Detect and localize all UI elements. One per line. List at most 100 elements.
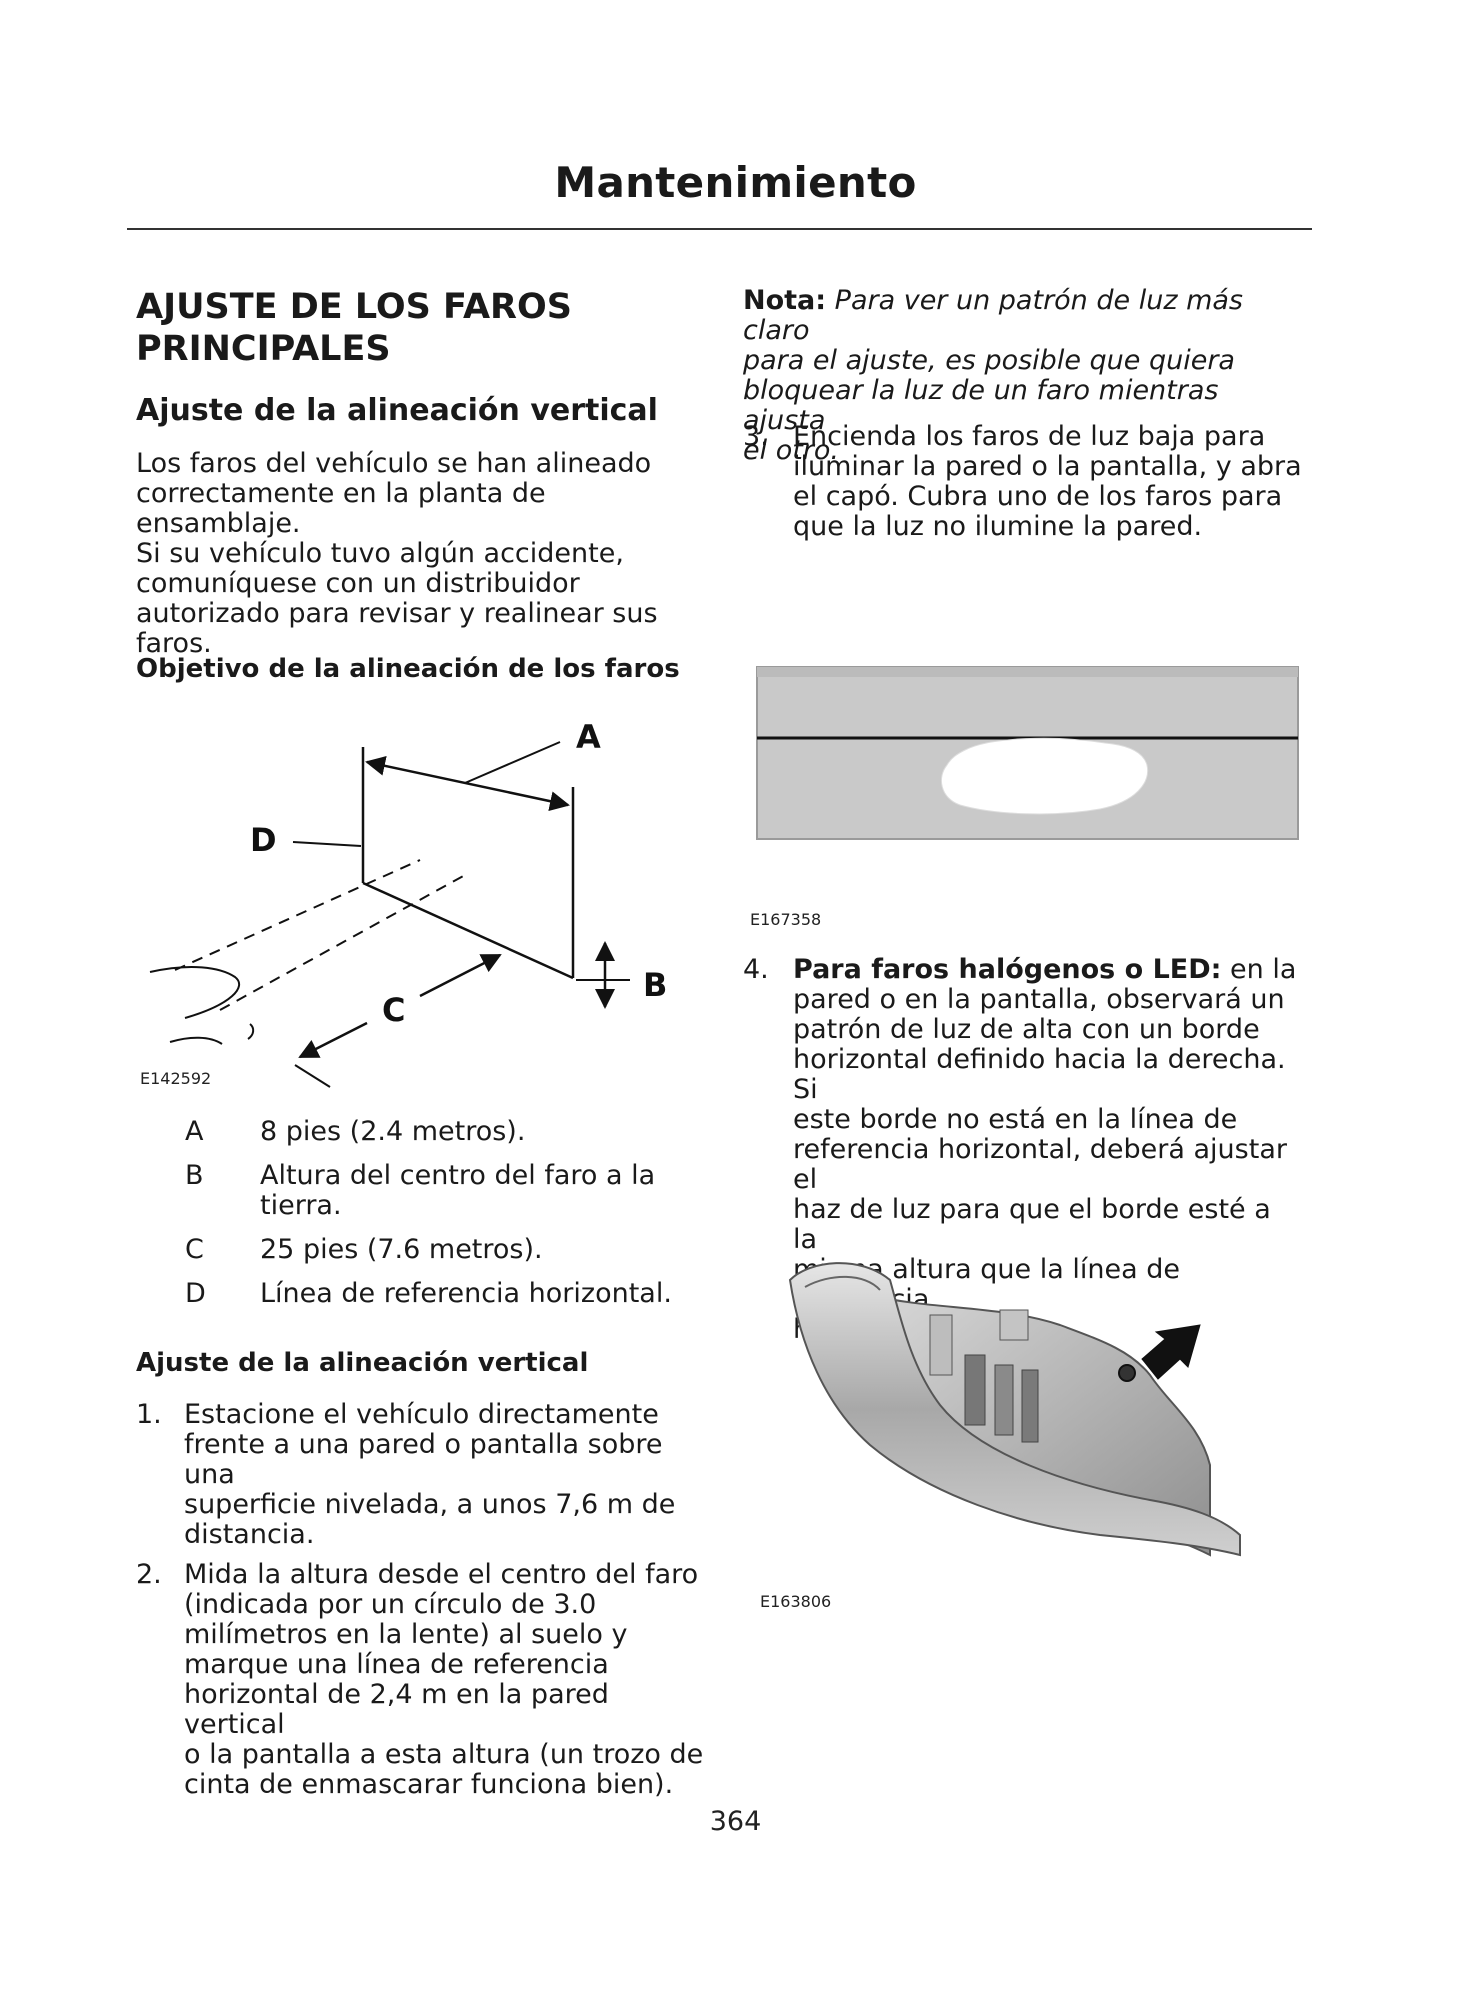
step-number: 3. (743, 421, 769, 452)
intro-line: faros. (136, 628, 212, 659)
step-text: el capó. Cubra uno de los faros para (793, 481, 1283, 512)
page-title: Mantenimiento (554, 158, 917, 207)
step-text: marque una línea de referencia (184, 1649, 609, 1680)
section-title-line-2: PRINCIPALES (136, 329, 391, 369)
step-text: Mida la altura desde el centro del faro (184, 1559, 699, 1590)
note-text: Para ver un patrón de luz más claro (743, 285, 1243, 346)
label-d: D (250, 821, 277, 859)
label-a: A (576, 718, 601, 756)
pointer-arrow-icon (1141, 1324, 1201, 1380)
legend-row-b: B Altura del centro del faro a la tierra… (185, 1161, 685, 1221)
step-text: que la luz no ilumine la pared. (793, 511, 1203, 542)
adjuster-screw (1118, 1364, 1136, 1382)
note: Nota: Para ver un patrón de luz más clar… (743, 286, 1303, 466)
dimension-a-leader (464, 741, 561, 784)
step-text: frente a una pared o pantalla sobre una (184, 1429, 663, 1490)
step-3: 3. Encienda los faros de luz baja para i… (743, 422, 1303, 552)
step-number: 4. (743, 954, 769, 985)
headlamp-aiming-diagram: A D C B (149, 718, 667, 1088)
legend-key: A (185, 1116, 204, 1147)
step-text: o la pantalla a esta altura (un trozo de (184, 1739, 704, 1770)
figure2-code: E167358 (750, 910, 822, 929)
vehicle-outline-lower (169, 1036, 223, 1045)
step-text: este borde no está en la línea de (793, 1104, 1238, 1135)
subsection-title-2: Ajuste de la alineación vertical (136, 1348, 589, 1378)
legend-text: 8 pies (2.4 metros). (260, 1116, 526, 1147)
step-3-row: 3. Encienda los faros de luz baja para i… (743, 422, 1303, 542)
step-text: referencia horizontal, deberá ajustar el (793, 1134, 1287, 1195)
steps-list-left: 1. Estacione el vehículo directamente fr… (136, 1400, 706, 1810)
vehicle-outline (149, 965, 241, 1019)
legend-text: Línea de referencia horizontal. (260, 1278, 672, 1309)
intro-line: comuníquese con un distribuidor (136, 568, 580, 599)
lamp-internal-detail (964, 1354, 986, 1426)
note-text: bloquear la luz de un faro mientras ajus… (743, 375, 1219, 436)
figure1-legend: A 8 pies (2.4 metros). B Altura del cent… (185, 1117, 685, 1323)
step-1: 1. Estacione el vehículo directamente fr… (136, 1400, 706, 1550)
note-label: Nota: (743, 285, 827, 316)
header-divider (127, 228, 1312, 230)
dimension-c-extension (294, 1064, 331, 1088)
lamp-bracket (999, 1309, 1029, 1341)
light-pattern-figure (756, 666, 1299, 840)
light-beam-dashed-upper (174, 859, 421, 971)
lamp-internal-detail (1021, 1369, 1039, 1443)
step-text: en la (1221, 954, 1297, 985)
page-number: 364 (709, 1806, 762, 1837)
legend-row-d: D Línea de referencia horizontal. (185, 1279, 685, 1309)
legend-text: 25 pies (7.6 metros). (260, 1234, 543, 1265)
intro-line: correctamente en la planta de ensamblaje… (136, 478, 546, 539)
step-text: milímetros en la lente) al suelo y (184, 1619, 628, 1650)
step-text: horizontal de 2,4 m en la pared vertical (184, 1679, 609, 1740)
intro-line: Si su vehículo tuvo algún accidente, (136, 538, 624, 569)
step-text: iluminar la pared o la pantalla, y abra (793, 451, 1302, 482)
step-text: pared o en la pantalla, observará un (793, 984, 1285, 1015)
light-beam-pattern (940, 737, 1149, 815)
subsection-title-1: Ajuste de la alineación vertical (136, 393, 658, 428)
step-text: (indicada por un círculo de 3.0 (184, 1589, 597, 1620)
lamp-internal-detail (994, 1364, 1014, 1436)
vehicle-outline-detail (247, 1023, 255, 1040)
step-2: 2. Mida la altura desde el centro del fa… (136, 1560, 706, 1800)
step-text: distancia. (184, 1519, 315, 1550)
legend-key: C (185, 1234, 204, 1265)
intro-line: autorizado para revisar y realinear sus (136, 598, 658, 629)
step-text: cinta de enmascarar funciona bien). (184, 1769, 674, 1800)
step-text: Estacione el vehículo directamente (184, 1399, 659, 1430)
legend-key: D (185, 1278, 206, 1309)
label-b: B (643, 966, 667, 1004)
legend-text: Altura del centro del faro a la (260, 1160, 656, 1191)
step-text: Encienda los faros de luz baja para (793, 421, 1266, 452)
headlamp-assembly-figure (788, 1262, 1241, 1557)
dimension-c-arrow-upper (419, 953, 502, 998)
legend-text: tierra. (260, 1190, 342, 1221)
lamp-lens-rim (788, 1262, 1241, 1557)
legend-row-a: A 8 pies (2.4 metros). (185, 1117, 685, 1147)
step-number: 1. (136, 1399, 162, 1430)
legend-key: B (185, 1160, 204, 1191)
label-d-leader (292, 841, 362, 847)
lamp-bracket (929, 1314, 953, 1376)
legend-row-c: C 25 pies (7.6 metros). (185, 1235, 685, 1265)
step-text: superficie nivelada, a unos 7,6 m de (184, 1489, 676, 1520)
wall-screen-top-band (757, 667, 1298, 677)
light-beam-dashed-lower (219, 874, 466, 1011)
horizontal-reference-line (362, 881, 574, 980)
step-number: 2. (136, 1559, 162, 1590)
section-title: AJUSTE DE LOS FAROS PRINCIPALES (136, 286, 572, 370)
intro-paragraph: Los faros del vehículo se han alineado c… (136, 449, 696, 659)
figure1-title: Objetivo de la alineación de los faros (136, 654, 680, 684)
intro-line: Los faros del vehículo se han alineado (136, 448, 652, 479)
step-text: patrón de luz de alta con un borde (793, 1014, 1260, 1045)
step-4-lead: Para faros halógenos o LED: (793, 954, 1222, 985)
section-title-line-1: AJUSTE DE LOS FAROS (136, 287, 572, 327)
dimension-c-arrow-lower (298, 1021, 368, 1059)
note-text: el otro. (743, 435, 840, 466)
step-text: haz de luz para que el borde esté a la (793, 1194, 1271, 1255)
step-text: horizontal definido hacia la derecha. Si (793, 1044, 1286, 1105)
dimension-a-arrow (365, 755, 570, 812)
label-c: C (382, 991, 405, 1029)
figure1-code: E142592 (140, 1069, 212, 1088)
figure3-code: E163806 (760, 1592, 832, 1611)
lamp-rim-detail (804, 1275, 881, 1291)
